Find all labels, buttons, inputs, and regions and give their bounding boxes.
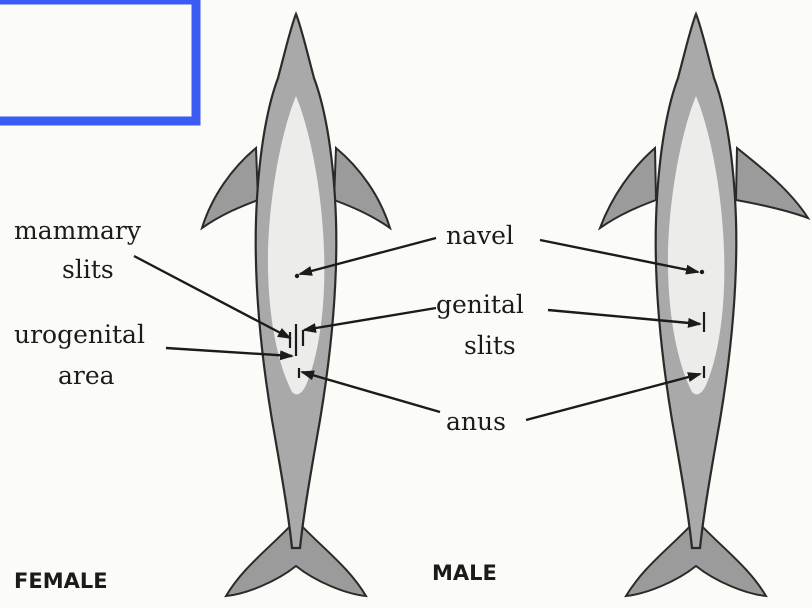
- female-right-flipper: [334, 148, 390, 228]
- label-urogenital: urogenital: [14, 320, 145, 349]
- female-navel-mark: [295, 274, 299, 278]
- female-dolphin: [202, 14, 390, 596]
- highlight-frame: [0, 0, 196, 121]
- label-slits-left: slits: [62, 255, 114, 284]
- label-area: area: [58, 361, 115, 390]
- male-right-flipper: [736, 148, 808, 218]
- caption-female: FEMALE: [14, 569, 108, 593]
- label-anus: anus: [446, 407, 506, 436]
- caption-male: MALE: [432, 561, 497, 585]
- male-navel-mark: [700, 270, 704, 274]
- female-left-flipper: [202, 148, 258, 228]
- male-left-flipper: [600, 148, 656, 228]
- label-navel: navel: [446, 221, 514, 250]
- label-genital: genital: [436, 290, 524, 319]
- male-dolphin: [600, 14, 808, 596]
- pointer-arrows: [134, 238, 700, 420]
- label-mammary: mammary: [14, 216, 142, 245]
- label-slits-center: slits: [464, 331, 516, 360]
